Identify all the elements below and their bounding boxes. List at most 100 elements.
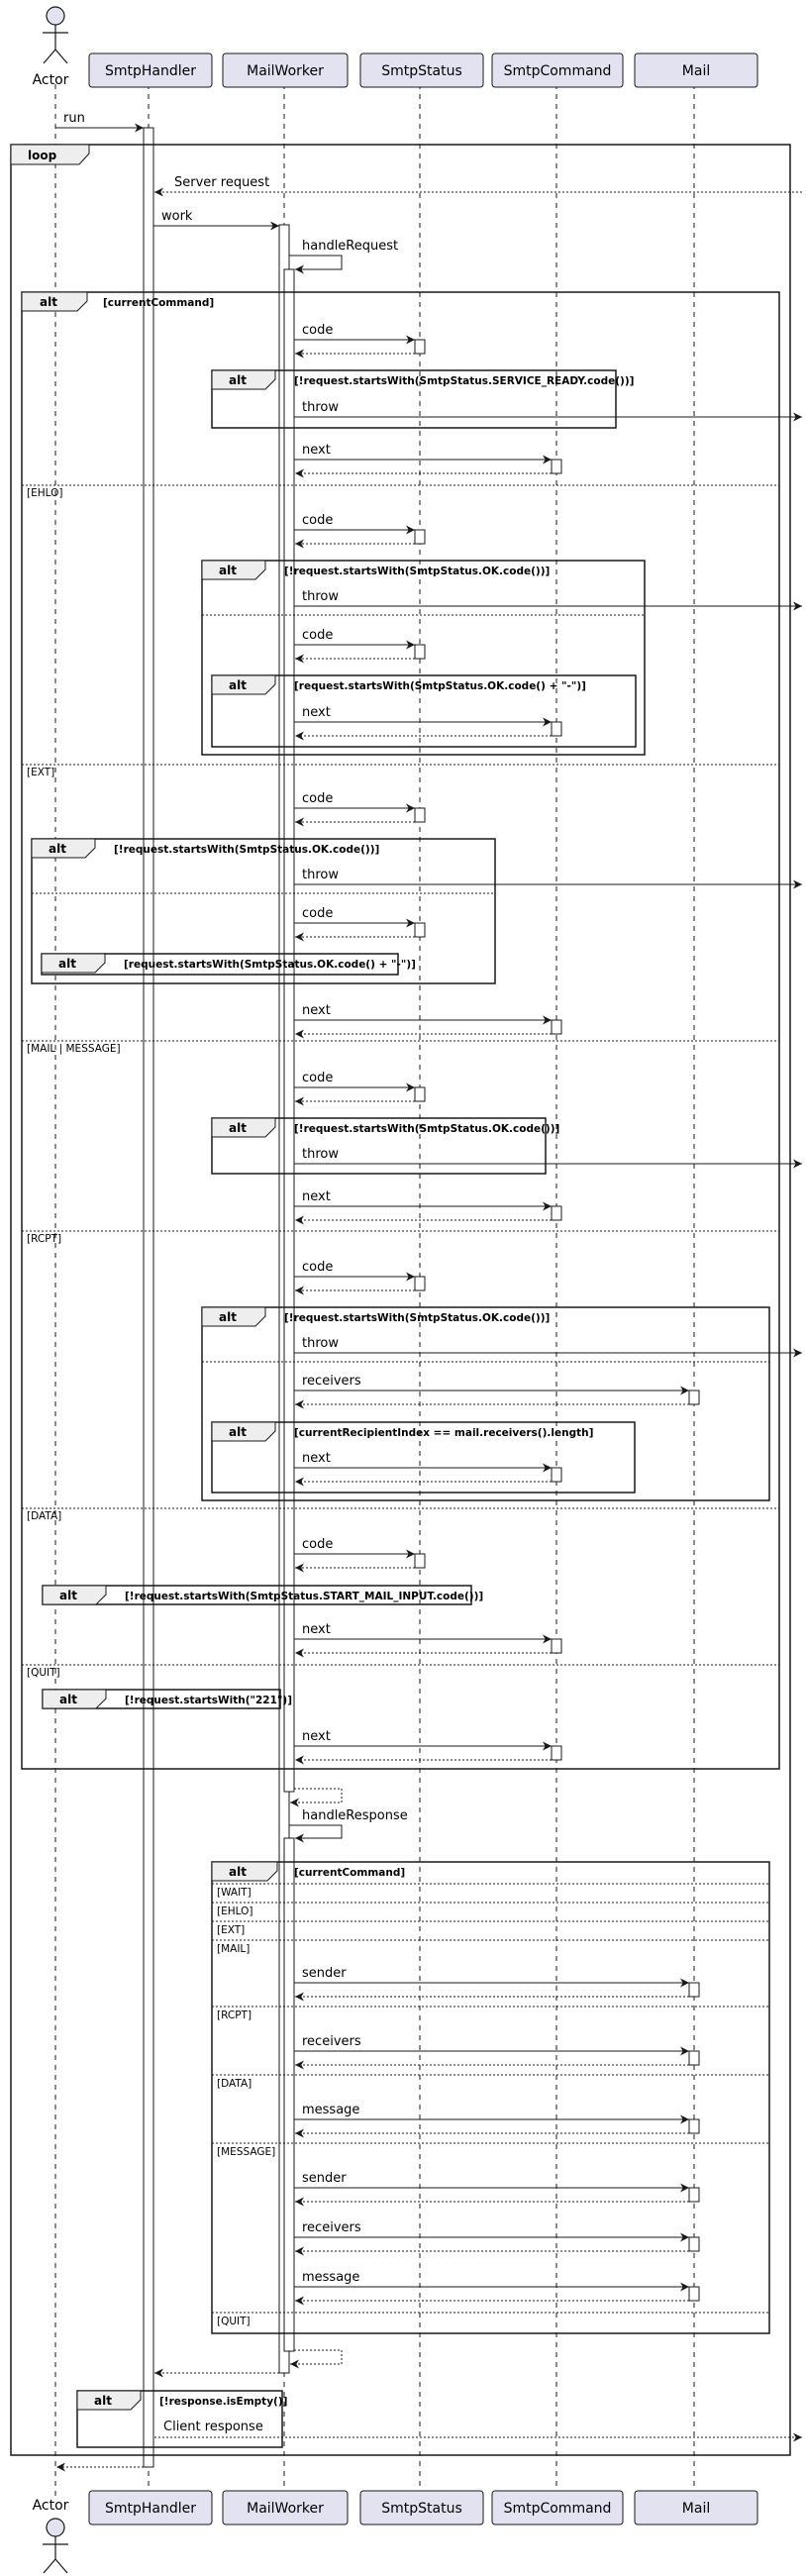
alt-condition-handle-response: [currentCommand] [294,1867,405,1879]
alt-label-response-empty: alt [94,2394,112,2408]
message-label-code-4: code [302,513,333,528]
resp-section-ehlo: [EHLO] [217,1906,252,1917]
section-label-quit: [QUIT] [27,1667,60,1679]
message-label-client-response: Client response [163,2420,263,2434]
alt-frame-recipient-index [211,1421,636,1494]
nested-alt-tags [31,369,276,1709]
message-label-work: work [161,209,193,224]
resp-section-rcpt: [RCPT] [217,2009,252,2021]
condition-start-mail-input: [!request.startsWith(SmtpStatus.START_MA… [125,1591,483,1602]
alt-tag-handle-response [211,1861,278,1882]
message-label-server-request: Server request [174,175,269,190]
condition-ehlo-ok: [!request.startsWith(SmtpStatus.OK.code(… [284,566,550,577]
activation-box-17 [688,1390,700,1405]
message-label-receivers-17: receivers [302,1374,361,1389]
participant-box-smtphandler[interactable] [88,52,213,88]
activation-handle-response [283,1837,295,2352]
alt-frame-handle-response [211,1861,770,2334]
self-arrow-handle-response [289,1824,343,1843]
condition-221: [!request.startsWith("221")] [125,1695,292,1706]
message-label-throw-5: throw [302,589,339,604]
message-label-code-6: code [302,628,333,643]
alt-label-current-command: alt [40,295,57,309]
section-separators [22,484,779,1666]
section-label-ext: [EXT] [27,767,54,778]
loop-label: loop [28,149,57,162]
message-label-throw-13: throw [302,1147,339,1162]
message-label-receivers-23: receivers [302,2034,361,2049]
message-label-run: run [63,111,85,126]
condition-rcpt-ok: [!request.startsWith(SmtpStatus.OK.code(… [284,1312,550,1324]
alt-frame-rcpt-ok [201,1306,770,1501]
participant-box-mail-bottom[interactable] [634,2490,758,2525]
message-label-message-24: message [302,2103,359,2117]
message-label-throw-16: throw [302,1336,339,1351]
message-label-next-3: next [302,443,331,458]
message-label-code-10: code [302,906,333,921]
participant-box-mailworker[interactable] [222,52,349,88]
alt-tag-label-2: alt [219,564,237,577]
participants-top: Actor SmtpHandler MailWorker SmtpStatus … [33,6,758,88]
message-label-sender-22: sender [302,1966,347,1981]
alt-frame-ehlo-ok [201,560,646,756]
message-label-code-19: code [302,1537,333,1552]
alt-tag-label-9: alt [59,1589,77,1602]
participant-label-mail: Mail [682,63,710,79]
message-label-message-27: message [302,2270,359,2285]
condition-ehlo-dash: [request.startsWith(SmtpStatus.OK.code()… [294,680,586,692]
activation-box-22 [688,1982,700,1998]
loop-tag [10,144,90,165]
alt-tag-label-1: alt [229,373,247,387]
activation-box-3 [551,459,562,474]
activation-smtphandler [143,127,154,2468]
participant-box-smtpstatus[interactable] [359,52,484,88]
nested-separators [32,614,769,1363]
alt-tag-response-empty [76,2390,142,2411]
message-label-code-1: code [302,323,333,338]
return-arrow-handle-response [290,2349,343,2369]
activation-box-7 [551,721,562,737]
participant-label-actor-bottom: Actor [33,2498,69,2514]
alt-condition-response-empty: [!response.isEmpty()] [159,2396,287,2408]
section-label-data: [DATA] [27,1510,61,1522]
message-label-code-8: code [302,791,333,806]
condition-recipient-index: [currentRecipientIndex == mail.receivers… [294,1427,593,1439]
participant-label-mailworker-bottom: MailWorker [247,2501,324,2517]
resp-section-wait: [WAIT] [217,1887,252,1899]
self-arrow-handle-request [289,255,343,274]
participant-box-smtpcommand[interactable] [491,52,624,88]
alt-tag-label-3: alt [229,678,247,692]
participant-label-actor: Actor [33,72,69,88]
alt-label-handle-response: alt [229,1865,247,1879]
condition-mail-ok: [!request.startsWith(SmtpStatus.OK.code(… [294,1123,559,1135]
message-label-throw-2: throw [302,400,339,415]
participant-label-smtphandler-bottom: SmtpHandler [105,2501,196,2517]
participant-box-mail[interactable] [634,52,758,88]
section-label-rcpt: [RCPT] [27,1233,61,1245]
participant-box-smtpcommand-bottom[interactable] [491,2490,624,2525]
participant-label-smtphandler: SmtpHandler [105,63,196,79]
message-label-handle-response: handleResponse [302,1808,408,1823]
loop-frame [10,144,791,2456]
alt-frame-ehlo-dash [211,674,637,748]
participant-box-mailworker-bottom[interactable] [222,2490,349,2525]
participant-label-mailworker: MailWorker [247,63,324,79]
message-label-next-21: next [302,1729,331,1744]
participant-box-smtpstatus-bottom[interactable] [359,2490,484,2525]
alt-tag-label-5: alt [58,957,76,971]
activation-box-12 [414,1086,426,1102]
alt-frame-ext-ok [31,838,496,984]
alt-frame-service-ready [211,369,617,429]
message-label-next-20: next [302,1622,331,1637]
actor-figure [43,6,68,64]
resp-section-ext: [EXT] [217,1924,245,1936]
activation-box-11 [551,1019,562,1035]
message-label-next-14: next [302,1189,331,1204]
activation-box-25 [688,2187,700,2203]
activations [143,127,295,2468]
message-label-code-12: code [302,1071,333,1085]
participant-box-smtphandler-bottom[interactable] [88,2490,213,2525]
activation-box-23 [688,2050,700,2066]
